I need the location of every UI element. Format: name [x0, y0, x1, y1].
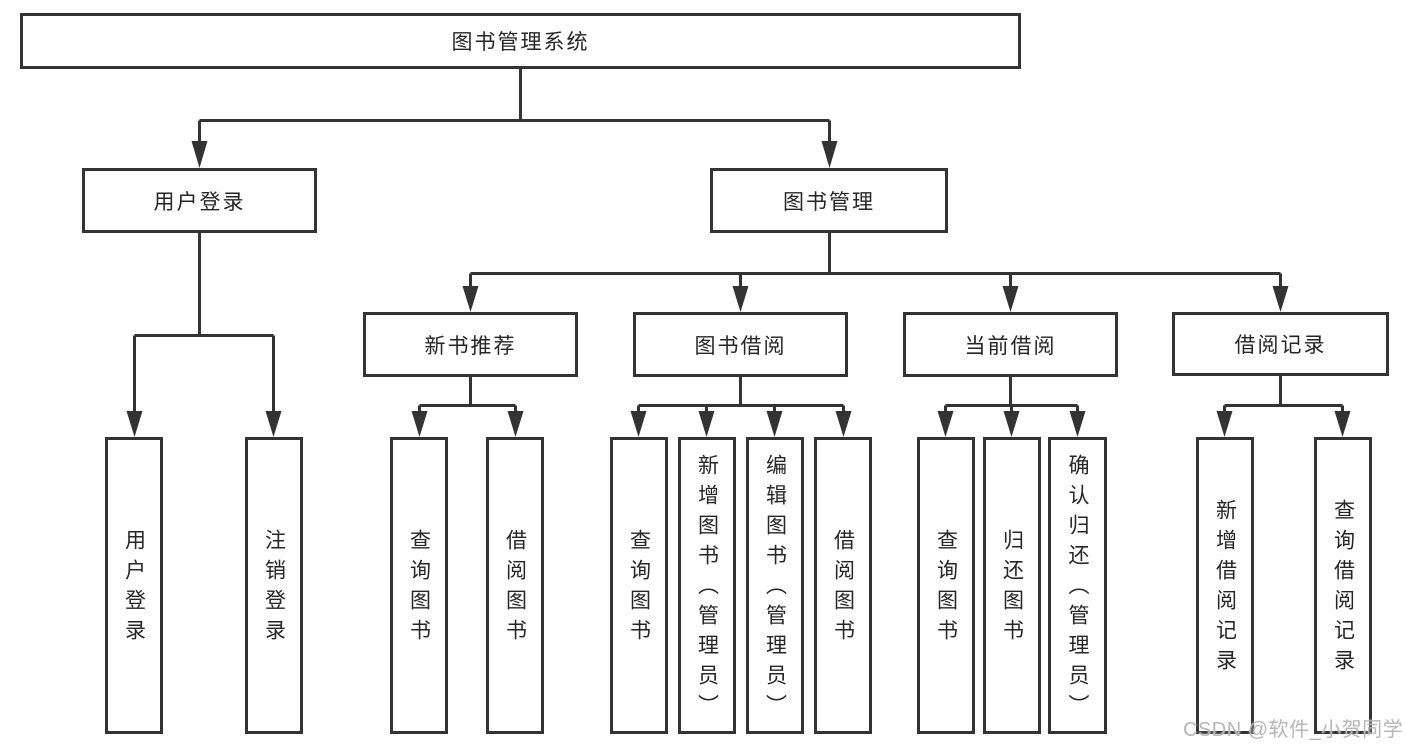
leaf-current-query-books: 查询图书 [917, 437, 975, 734]
node-borrow-records: 借阅记录 [1172, 312, 1389, 376]
leaf-current-confirm-return-admin: 确认归还（管理员） [1048, 437, 1107, 734]
node-book-borrow: 图书借阅 [633, 312, 848, 377]
node-book-management: 图书管理 [710, 168, 948, 233]
leaf-borrow-query-books: 查询图书 [610, 437, 668, 734]
leaf-borrow-borrow-books: 借阅图书 [814, 437, 872, 734]
csdn-watermark: CSDN @软件_小贺同学 [1183, 719, 1404, 741]
arrowhead-group [126, 141, 1351, 437]
leaf-newbooks-query-books: 查询图书 [390, 437, 448, 734]
leaf-records-query-record: 查询借阅记录 [1314, 437, 1372, 734]
leaf-user-login: 用户登录 [105, 437, 163, 734]
leaf-borrow-add-books-admin: 新增图书（管理员） [678, 437, 736, 734]
node-new-book-recommend: 新书推荐 [363, 312, 578, 377]
leaf-newbooks-borrow-books: 借阅图书 [486, 437, 544, 734]
node-user-login: 用户登录 [82, 168, 317, 233]
leaf-logout: 注销登录 [245, 437, 303, 734]
leaf-borrow-edit-books-admin: 编辑图书（管理员） [746, 437, 804, 734]
node-library-management-system: 图书管理系统 [20, 13, 1021, 69]
node-current-borrow: 当前借阅 [903, 312, 1118, 377]
leaf-records-add-record: 新增借阅记录 [1196, 437, 1254, 734]
leaf-current-return-books: 归还图书 [983, 437, 1041, 734]
